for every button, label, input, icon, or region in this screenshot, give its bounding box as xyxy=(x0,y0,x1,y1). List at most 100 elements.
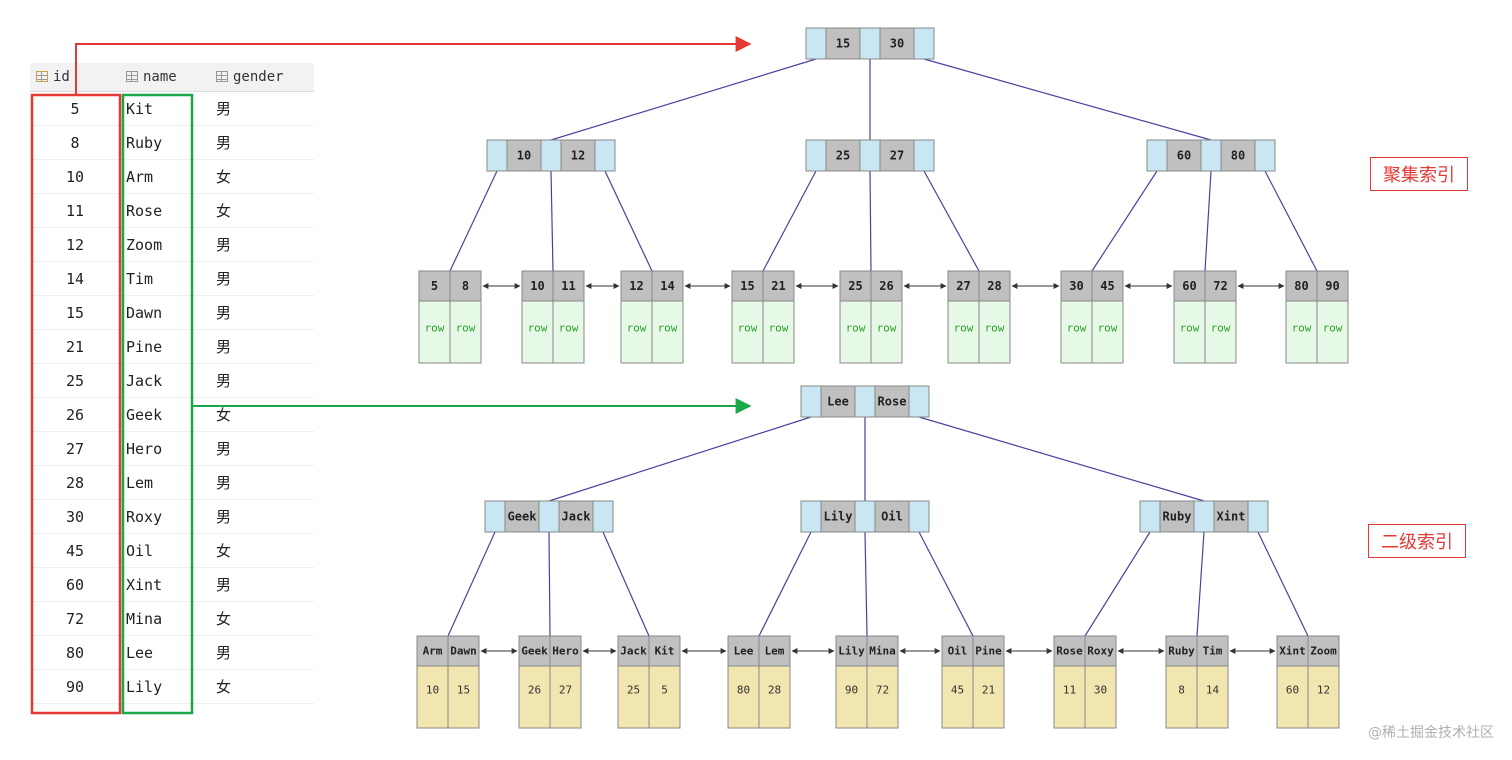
leaf-key-cell xyxy=(1196,635,1229,667)
node-pointer-cell xyxy=(913,139,935,172)
secondary-leaf-key-text: Lily xyxy=(838,645,865,658)
cell-id: 45 xyxy=(30,533,120,568)
column-header-name[interactable]: name xyxy=(120,63,210,92)
column-header-name-label: name xyxy=(143,69,177,85)
clustered-leaf-edge xyxy=(1091,170,1158,272)
node-pointer-cell xyxy=(913,27,935,60)
leaf-key-cell xyxy=(1084,635,1117,667)
cell-name: Kit xyxy=(120,91,210,126)
column-icon xyxy=(216,71,228,82)
column-header-gender[interactable]: gender xyxy=(210,63,314,92)
clustered-leaf-edge xyxy=(1264,170,1318,272)
secondary-internal-key-text: Jack xyxy=(562,510,592,524)
secondary-leaf-value-text: 15 xyxy=(457,684,470,697)
leaf-key-cell xyxy=(727,635,760,667)
cell-id: 14 xyxy=(30,261,120,296)
secondary-leaf-edge xyxy=(758,531,812,637)
leaf-key-cell xyxy=(866,635,899,667)
leaf-key-cell xyxy=(651,270,684,302)
secondary-leaf-value-text: 60 xyxy=(1286,684,1299,697)
leaf-value-cell xyxy=(947,300,980,364)
clustered-internal-key-text: 25 xyxy=(836,149,850,163)
leaf-key-cell xyxy=(648,635,681,667)
leaf-key-cell xyxy=(839,270,872,302)
clustered-internal-key-text: 27 xyxy=(890,149,904,163)
node-pointer-cell xyxy=(908,385,930,418)
secondary-leaf-value-text: 30 xyxy=(1094,684,1107,697)
clustered-leaf-edge xyxy=(923,170,980,272)
secondary-internal-key-text: Xint xyxy=(1217,510,1246,524)
secondary-root-key-text: Lee xyxy=(827,395,849,409)
clustered-leaf-key-text: 26 xyxy=(879,279,893,293)
leaf-value-cell xyxy=(518,665,551,729)
secondary-leaf-value-text: 5 xyxy=(661,684,668,697)
clustered-leaf-value-text: row xyxy=(1098,322,1118,335)
secondary-index-label: 二级索引 xyxy=(1368,524,1466,558)
clustered-leaf-edge xyxy=(869,170,872,272)
leaf-value-cell xyxy=(620,300,653,364)
secondary-leaf-key-text: Oil xyxy=(948,645,968,658)
leaf-key-cell xyxy=(617,635,650,667)
secondary-leaf-key-text: Lee xyxy=(734,645,754,658)
secondary-leaf-key-text: Mina xyxy=(869,645,896,658)
leaf-key-cell xyxy=(1316,270,1349,302)
node-pointer-cell xyxy=(805,27,827,60)
leaf-key-cell xyxy=(1091,270,1124,302)
clustered-leaf-value-text: row xyxy=(1180,322,1200,335)
clustered-leaf-key-text: 60 xyxy=(1182,279,1196,293)
cell-gender: 男 xyxy=(210,295,314,330)
clustered-pointer-arrow xyxy=(75,36,752,95)
secondary-leaf-edge xyxy=(602,531,650,637)
node-pointer-cell xyxy=(484,500,506,533)
secondary-leaf-value-text: 28 xyxy=(768,684,781,697)
node-pointer-cell xyxy=(1139,500,1161,533)
cell-name: Pine xyxy=(120,329,210,364)
secondary-leaf-value-text: 14 xyxy=(1206,684,1220,697)
secondary-leaf-value-text: 8 xyxy=(1178,684,1185,697)
secondary-leaf-key-text: Roxy xyxy=(1087,645,1114,658)
cell-name: Arm xyxy=(120,159,210,194)
cell-id: 27 xyxy=(30,431,120,466)
secondary-leaf-key-text: Pine xyxy=(975,645,1002,658)
cell-gender: 男 xyxy=(210,465,314,500)
secondary-leaf-key-text: Ruby xyxy=(1168,645,1195,658)
cell-name: Dawn xyxy=(120,295,210,330)
cell-gender: 女 xyxy=(210,533,314,568)
leaf-value-cell xyxy=(758,665,791,729)
clustered-leaf-value-text: row xyxy=(1292,322,1312,335)
secondary-leaf-value-text: 27 xyxy=(559,684,572,697)
clustered-leaf-key-text: 8 xyxy=(462,279,469,293)
cell-id: 15 xyxy=(30,295,120,330)
cell-name: Roxy xyxy=(120,499,210,534)
clustered-leaf-value-text: row xyxy=(627,322,647,335)
secondary-leaf-key-text: Dawn xyxy=(450,645,477,658)
